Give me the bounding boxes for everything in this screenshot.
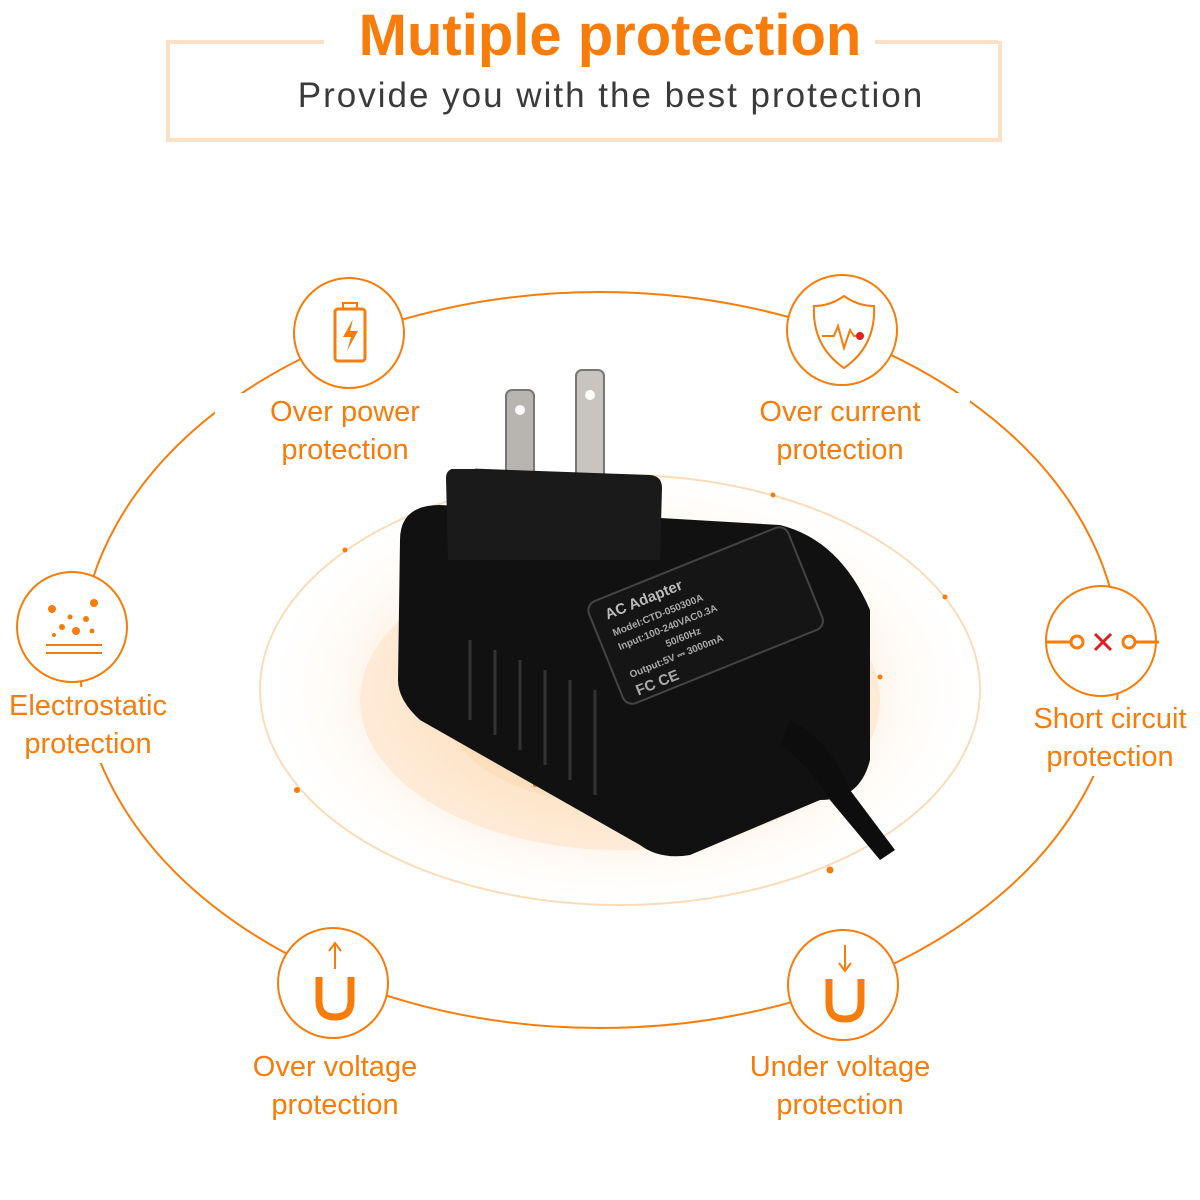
feature-title: Under voltage [749,1051,931,1083]
static-particles-icon [16,571,128,683]
feature-subtitle: protection [24,728,152,760]
page-title: Mutiple protection [358,3,862,68]
feature-over-power: Over power protection [215,393,475,469]
feature-subtitle: protection [281,434,409,466]
feature-over-voltage: Over voltage protection [205,1048,465,1124]
feature-title: Over voltage [252,1051,418,1083]
page-subtitle: Provide you with the best protection [297,76,925,115]
header-frame [166,41,1002,142]
battery-bolt-icon [293,277,405,389]
circuit-break-icon [1045,585,1159,697]
header-frame-line-right [875,40,998,44]
feature-subtitle: protection [776,1089,904,1121]
feature-subtitle: protection [776,434,904,466]
feature-under-voltage: Under voltage protection [710,1048,970,1124]
header-frame-line-left [166,40,324,44]
feature-short-circuit: Short circuit protection [980,700,1200,776]
u-arrow-down-icon [787,929,899,1041]
feature-subtitle: protection [1046,741,1174,773]
shield-heartbeat-icon [786,274,898,386]
feature-subtitle: protection [271,1089,399,1121]
feature-title: Short circuit [1033,703,1187,735]
feature-electrostatic: Electrostatic protection [0,687,218,763]
ac-adapter: AC Adapter Model:CTD-050300A Input:100-2… [398,369,895,860]
feature-title: Electrostatic [9,690,167,722]
feature-over-current: Over current protection [710,393,970,469]
feature-title: Over power [270,396,420,428]
u-arrow-up-icon [277,927,389,1039]
feature-title: Over current [759,396,921,428]
